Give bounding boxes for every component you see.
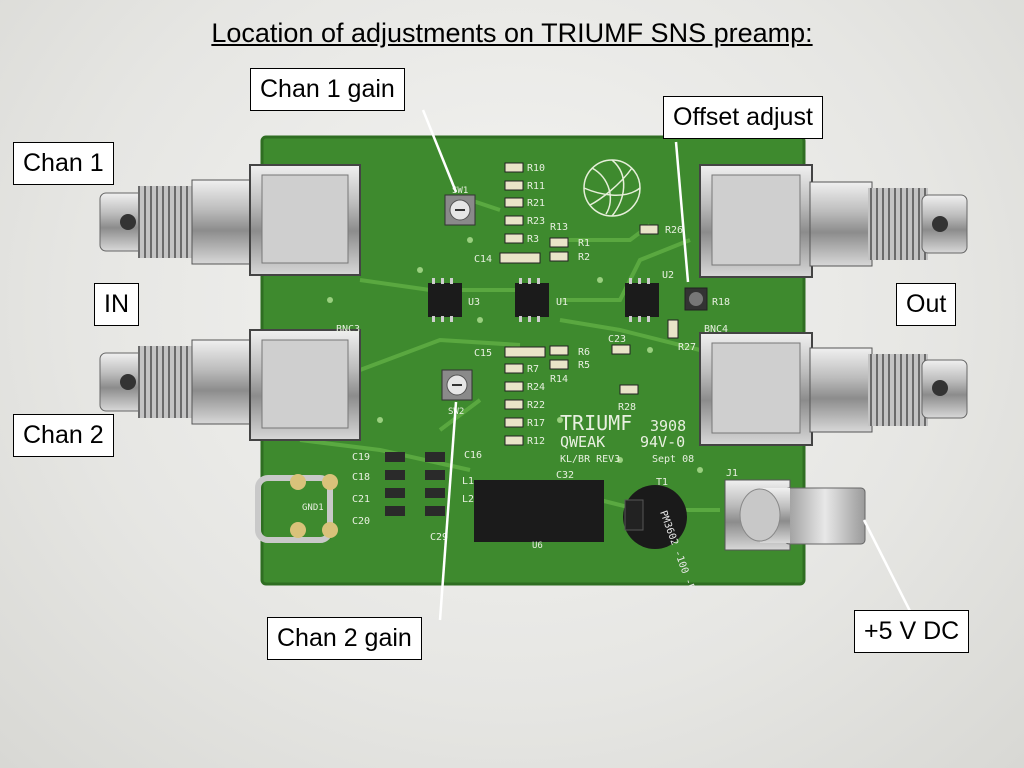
silk-r2: R2 — [578, 252, 590, 263]
silk-line1: TRIUMF — [560, 411, 632, 435]
silk-r24: R24 — [527, 382, 545, 393]
silk-bnc4: BNC4 — [704, 324, 728, 335]
silk-r21: R21 — [527, 198, 545, 209]
inductor-t1 — [623, 485, 687, 549]
bnc-connector-out1 — [699, 164, 968, 278]
power-jack — [724, 479, 866, 551]
silk-r1: R1 — [578, 238, 590, 249]
silk-c15: C15 — [474, 348, 492, 359]
trimpot-sw2 — [441, 369, 473, 401]
silk-c18: C18 — [352, 472, 370, 483]
silk-line2: QWEAK — [560, 433, 605, 451]
arrow-offset-adjust — [674, 141, 690, 283]
silk-sw1: SW1 — [452, 186, 468, 196]
silk-c32: C32 — [556, 470, 574, 481]
trimpot-sw1 — [444, 194, 476, 226]
silk-j1: J1 — [726, 468, 738, 479]
silk-r5: R5 — [578, 360, 590, 371]
arrow-chan2-gain — [438, 401, 458, 621]
silk-r7: R7 — [527, 364, 539, 375]
silk-c14: C14 — [474, 254, 492, 265]
silk-r11: R11 — [527, 181, 545, 192]
silk-l1: L1 — [462, 476, 474, 487]
callout-chan1-gain: Chan 1 gain — [250, 68, 405, 111]
silk-l2: L2 — [462, 494, 474, 505]
silk-u3: U3 — [468, 297, 480, 308]
callout-in: IN — [94, 283, 139, 326]
silk-r17: R17 — [527, 418, 545, 429]
callout-chan2: Chan 2 — [13, 414, 114, 457]
callout-arrows — [421, 109, 914, 621]
callout-chan2-gain: Chan 2 gain — [267, 617, 422, 660]
silk-c23: C23 — [608, 334, 626, 345]
arrow-chan1-gain — [421, 109, 458, 193]
silk-r22: R22 — [527, 400, 545, 411]
silk-r10: R10 — [527, 163, 545, 174]
silk-t1: T1 — [656, 477, 668, 488]
silk-r28: R28 — [618, 402, 636, 413]
callout-offset-adjust: Offset adjust — [663, 96, 823, 139]
silk-c20: C20 — [352, 516, 370, 527]
silk-c29: C29 — [430, 532, 448, 543]
silk-u6: U6 — [532, 541, 543, 551]
silk-r14: R14 — [550, 374, 568, 385]
silk-u1: U1 — [556, 297, 568, 308]
silk-r23: R23 — [527, 216, 545, 227]
silk-r13: R13 — [550, 222, 568, 233]
callout-out: Out — [896, 283, 957, 326]
silk-c16: C16 — [464, 450, 482, 461]
gnd-jumper — [255, 474, 338, 543]
silk-date: Sept 08 — [652, 454, 694, 465]
bnc-connector-out2 — [699, 332, 968, 446]
smd-components — [385, 162, 679, 516]
silk-bnc3: BNC3 — [336, 324, 360, 335]
silk-rev: 3908 — [650, 417, 686, 435]
arrow-plus5v — [862, 519, 914, 616]
silk-r6: R6 — [578, 347, 590, 358]
silk-r18: R18 — [712, 297, 730, 308]
silk-c21: C21 — [352, 494, 370, 505]
silk-gnd1: GND1 — [302, 503, 324, 513]
ic-chips — [428, 278, 659, 542]
callout-plus5v: +5 V DC — [854, 610, 970, 653]
silk-line3: KL/BR REV3 — [560, 454, 620, 465]
triumf-logo — [583, 159, 641, 217]
silk-r27: R27 — [678, 342, 696, 353]
silk-rating: 94V-0 — [640, 433, 685, 451]
bnc-connector-chan2 — [99, 329, 361, 441]
silk-r12: R12 — [527, 436, 545, 447]
silk-r26: R26 — [665, 225, 683, 236]
bnc-connector-chan1 — [99, 164, 361, 276]
page-title: Location of adjustments on TRIUMF SNS pr… — [211, 18, 813, 48]
silk-r3: R3 — [527, 234, 539, 245]
silk-c19: C19 — [352, 452, 370, 463]
trimpot-offset — [684, 287, 708, 311]
callout-chan1: Chan 1 — [13, 142, 114, 185]
silk-u2: U2 — [662, 270, 674, 281]
